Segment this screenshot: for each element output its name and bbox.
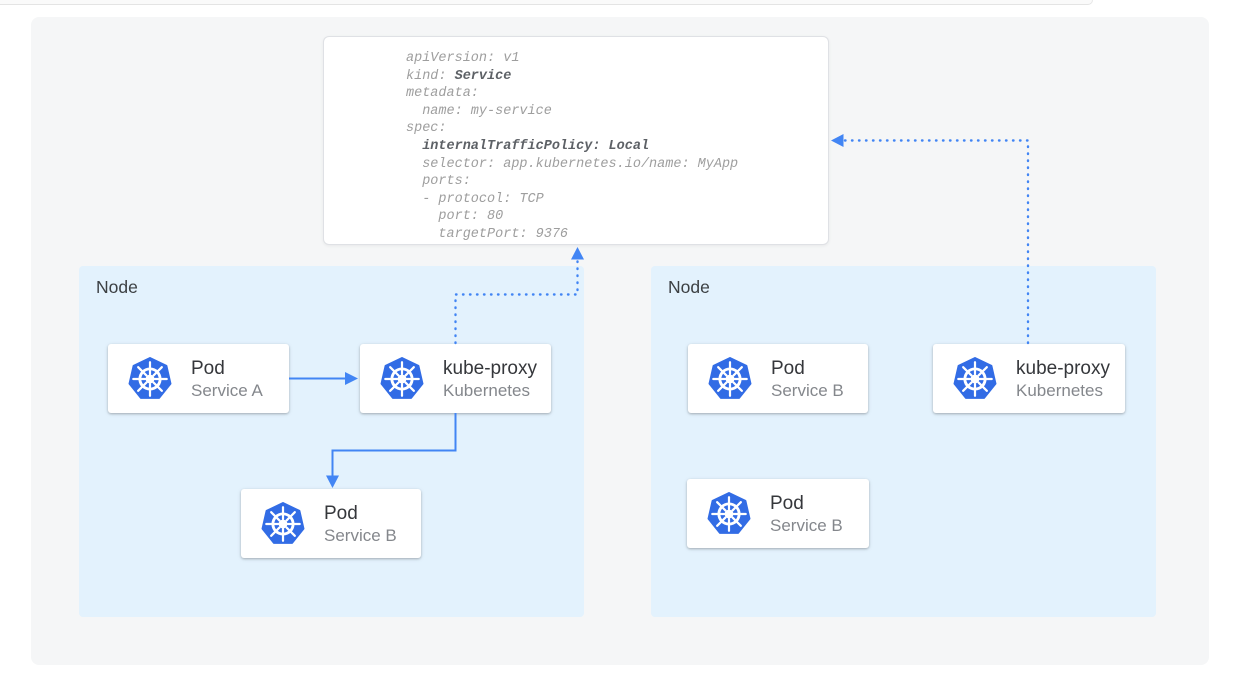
kubernetes-icon	[953, 357, 997, 401]
yaml-line: apiVersion: v1	[406, 51, 520, 66]
yaml-line: spec:	[406, 121, 447, 137]
card-title: kube-proxy	[1016, 357, 1110, 379]
node-left: Node Pod Service A kube-proxy Kubernetes…	[79, 266, 584, 617]
yaml-line: internalTrafficPolicy: Local	[422, 138, 650, 154]
card-subtitle: Service A	[191, 380, 263, 400]
card-title: Pod	[191, 357, 225, 379]
yaml-line: port: 80	[406, 209, 504, 225]
kube-proxy-right-card: kube-proxy Kubernetes	[933, 344, 1125, 413]
card-subtitle: Service B	[770, 515, 843, 535]
pod-service-a-card: Pod Service A	[108, 344, 289, 413]
card-subtitle: Service B	[324, 525, 397, 545]
yaml-line: kind: Service	[406, 68, 512, 84]
pod-service-b-bottom-card: Pod Service B	[687, 479, 869, 548]
top-bar	[0, 0, 1093, 5]
service-yaml-card: apiVersion: v1 kind: Service metadata: nam…	[323, 36, 829, 245]
kubernetes-icon	[380, 357, 424, 401]
kube-proxy-left-card: kube-proxy Kubernetes	[360, 344, 551, 413]
yaml-line: name: my-service	[406, 103, 552, 119]
pod-service-b-top-card: Pod Service B	[688, 344, 868, 413]
kubernetes-icon	[708, 357, 752, 401]
card-subtitle: Service B	[771, 380, 844, 400]
yaml-line: ports:	[406, 174, 471, 190]
yaml-line: selector: app.kubernetes.io/name: MyApp	[406, 156, 739, 172]
yaml-line: - protocol: TCP	[406, 191, 544, 207]
card-title: Pod	[770, 492, 804, 514]
card-title: kube-proxy	[443, 357, 537, 379]
kubernetes-icon	[261, 502, 305, 546]
node-right: Node Pod Service B kube-proxy Kubernetes…	[651, 266, 1156, 617]
card-title: Pod	[771, 357, 805, 379]
kubernetes-icon	[707, 492, 751, 536]
card-subtitle: Kubernetes	[443, 380, 530, 400]
card-subtitle: Kubernetes	[1016, 380, 1103, 400]
node-label: Node	[96, 277, 138, 297]
node-label: Node	[668, 277, 710, 297]
yaml-line: metadata:	[406, 86, 479, 102]
pod-service-b-left-card: Pod Service B	[241, 489, 421, 558]
yaml-code: apiVersion: v1 kind: Service metadata: nam…	[406, 50, 738, 244]
card-title: Pod	[324, 502, 358, 524]
yaml-line: targetPort: 9376	[406, 226, 569, 242]
kubernetes-icon	[128, 357, 172, 401]
